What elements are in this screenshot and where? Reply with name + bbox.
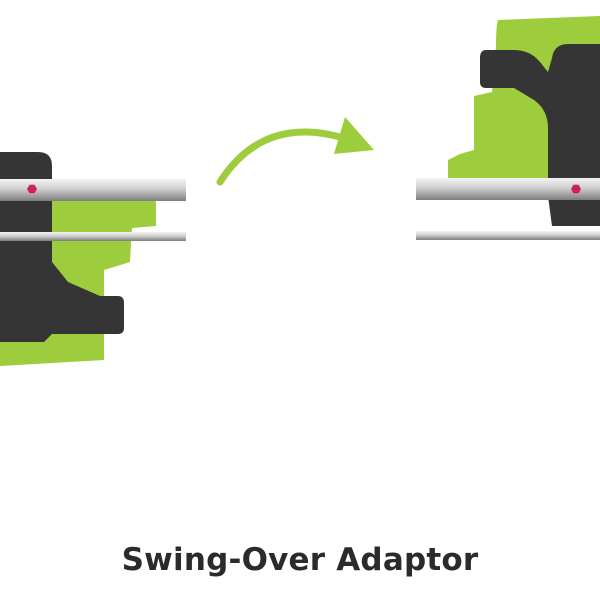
clamp-unit-right (416, 16, 600, 240)
right-bolt-icon (571, 184, 581, 194)
left-bolt-icon (27, 184, 37, 194)
right-top-bar (416, 178, 600, 200)
diagram-caption: Swing-Over Adaptor (121, 542, 479, 578)
left-top-bar (0, 179, 186, 201)
left-bottom-bar (0, 232, 186, 241)
right-bottom-bar (416, 231, 600, 240)
clamp-unit-left (0, 152, 186, 366)
curved-arrow-icon (216, 117, 374, 186)
